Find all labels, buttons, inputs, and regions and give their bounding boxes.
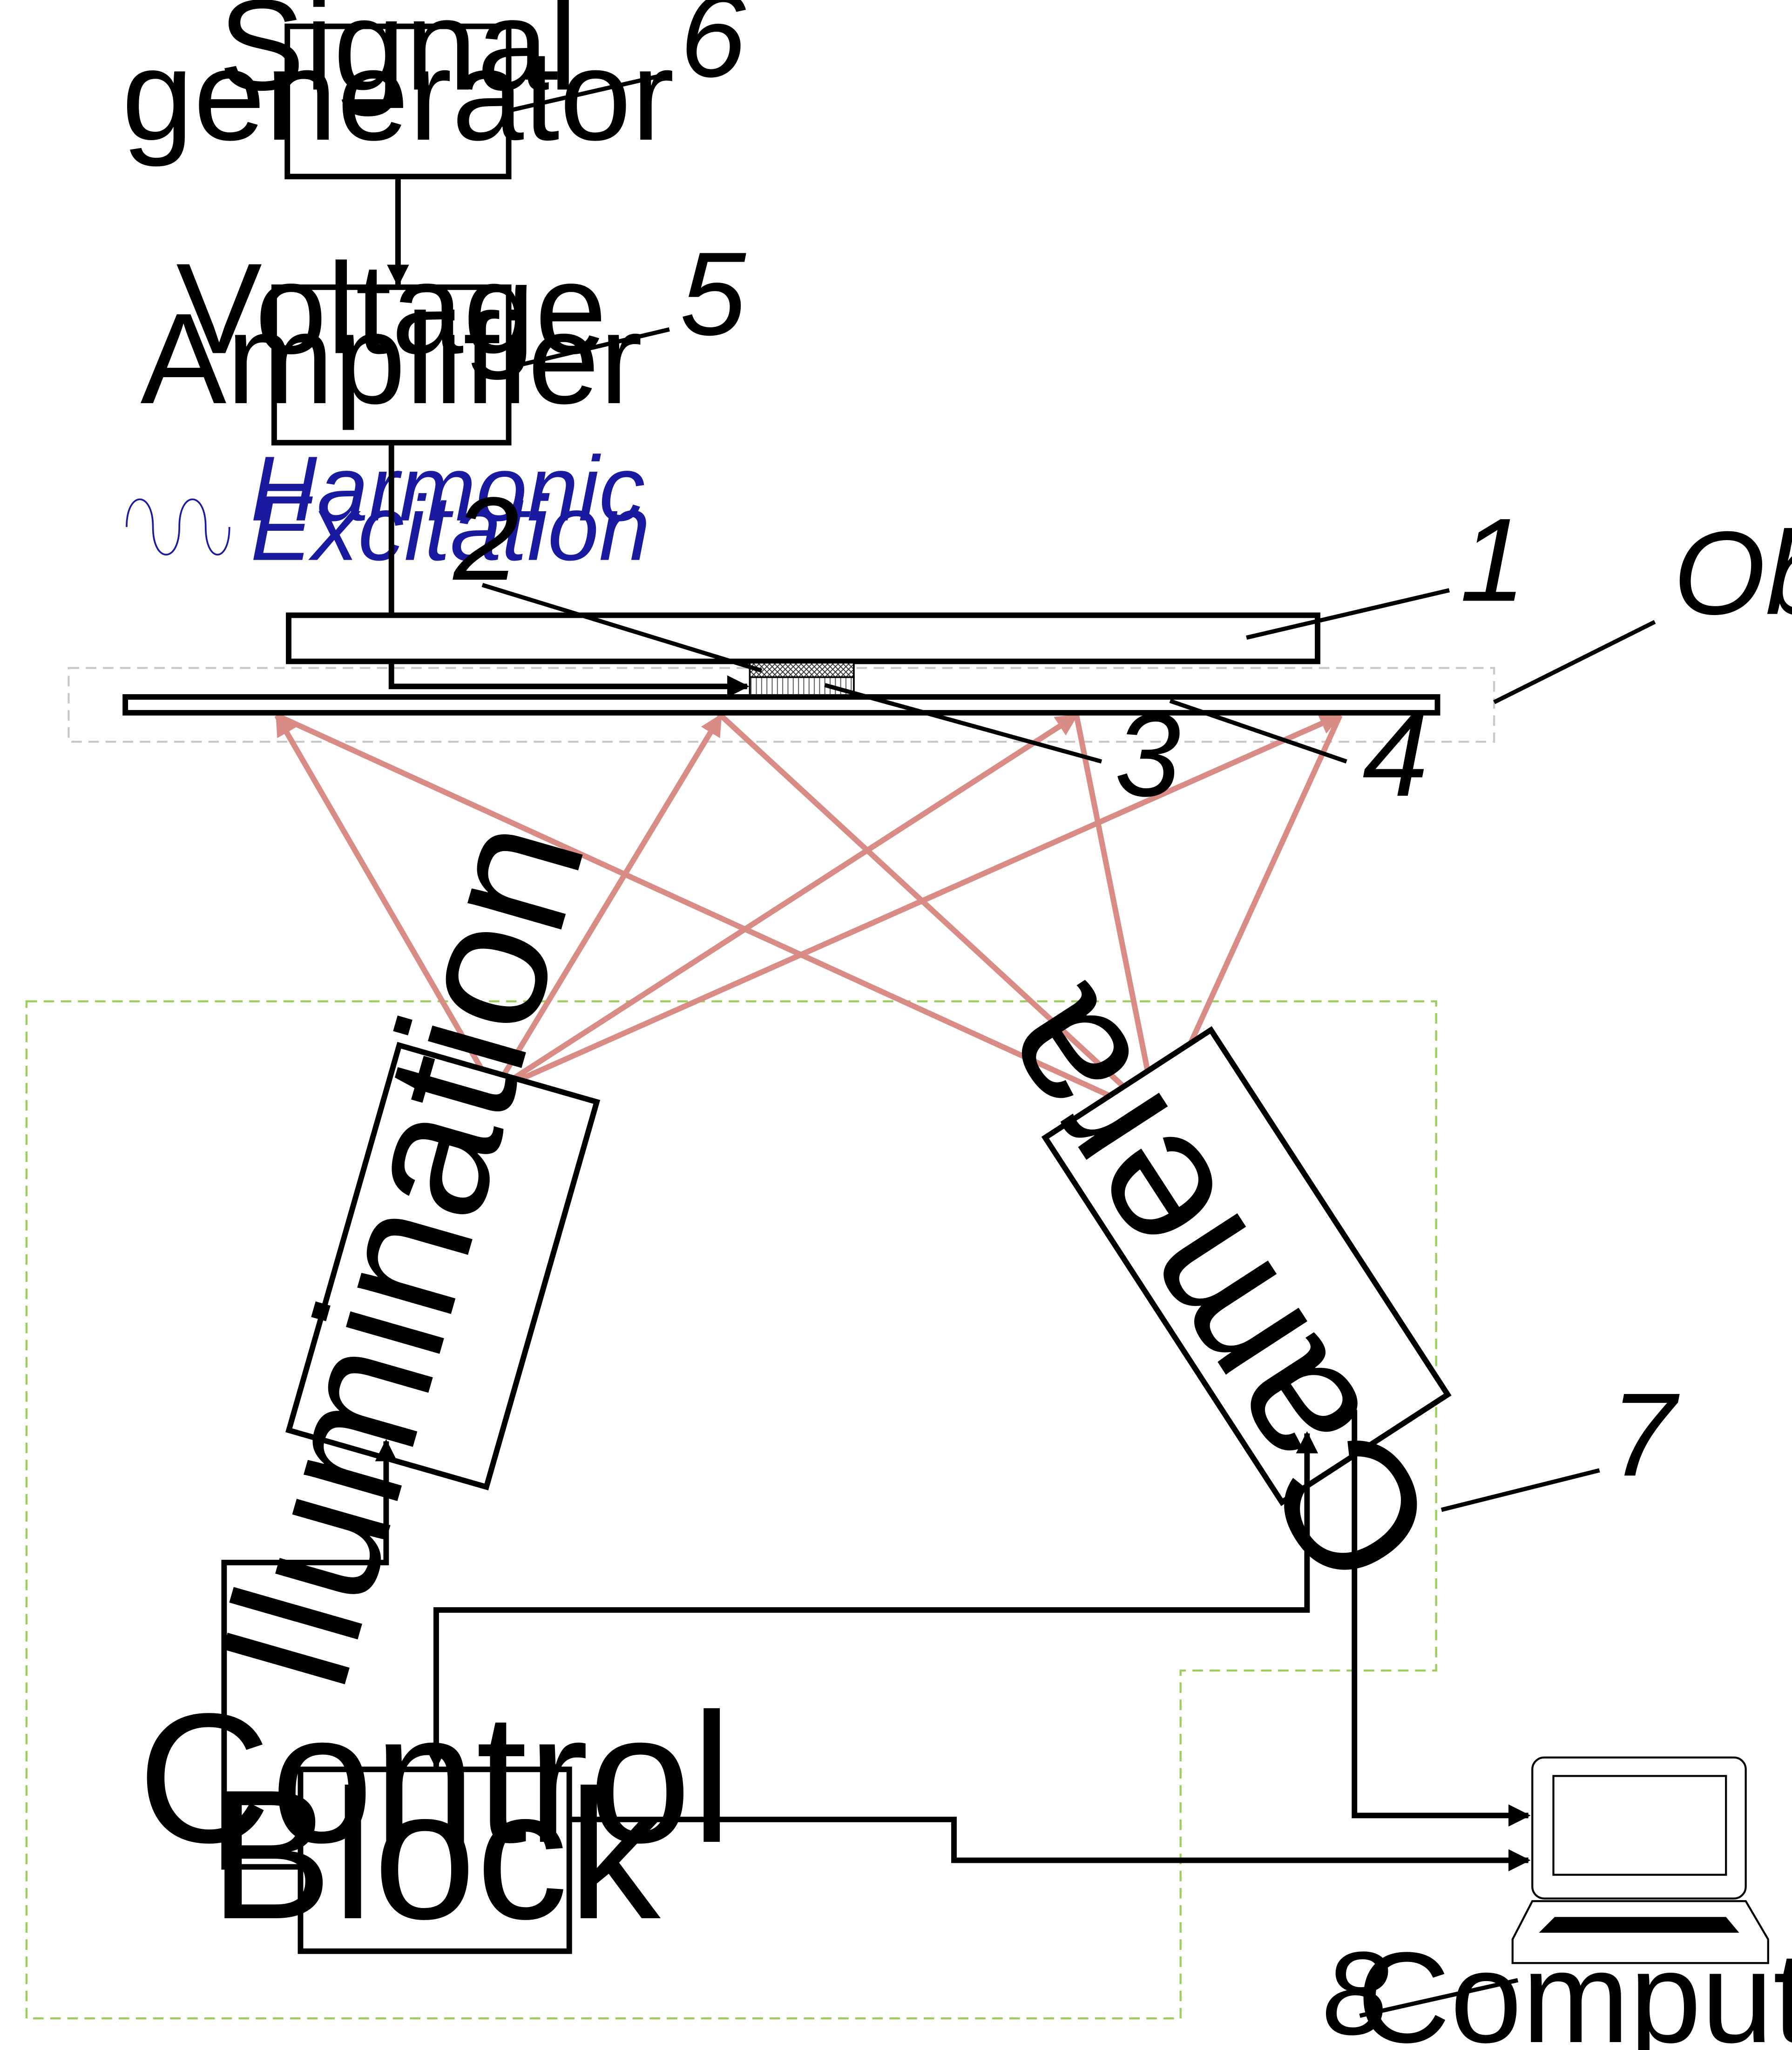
plate-1 (286, 612, 1320, 664)
ref-number-7: 7 (1610, 1368, 1680, 1501)
ray-illum-4 (493, 713, 1342, 1094)
signal-generator-label-line2: generator (122, 23, 674, 168)
harmonic-excitation-line2: Excitation (250, 477, 650, 580)
wire-amplifier-to-element (388, 442, 750, 698)
plate-4 (122, 694, 1440, 716)
harmonic-excitation-line1: Harmonic (250, 437, 645, 540)
ray-illum-3 (493, 713, 1079, 1093)
leader-7 (1440, 1468, 1600, 1512)
leader-8 (1359, 1978, 1519, 2018)
signal-generator-block: Signal generator (122, 0, 674, 180)
leader-3 (824, 683, 1102, 764)
object-label: Object (1673, 507, 1792, 639)
computer-label: Computer (1357, 1925, 1792, 2050)
wire-camera-control-link (425, 1431, 1319, 1769)
voltage-amplifier-label-line2: Amplifier (140, 286, 642, 432)
illumination-block: Ilumination (179, 797, 623, 1712)
element-3 (749, 676, 855, 697)
leader-6 (508, 72, 670, 113)
ref-number-5: 5 (680, 227, 746, 360)
control-block: Control Block (138, 1675, 732, 1957)
ray-illum-2 (492, 713, 724, 1093)
camera-block: Camera (945, 957, 1475, 1621)
ref-number-6: 6 (680, 0, 746, 101)
signal-generator-label-line1: Signal (218, 0, 577, 118)
element-2 (749, 662, 855, 678)
leader-1 (1246, 588, 1450, 640)
voltage-amplifier-label-line1: Voltage (176, 236, 607, 381)
wire-camera-to-computer (1352, 1409, 1531, 1827)
ray-reflect-2 (719, 713, 1159, 1119)
control-block-label-line2: Block (210, 1751, 663, 1957)
illumination-label: Ilumination (179, 797, 623, 1712)
leader-5 (508, 327, 670, 370)
ray-illum-1 (274, 713, 497, 1092)
ref-number-4: 4 (1362, 688, 1428, 821)
leader-object (1493, 620, 1656, 704)
sine-wave-icon (126, 498, 230, 555)
ray-reflect-1 (276, 713, 1159, 1120)
illumination-rays (274, 713, 1342, 1094)
leader-2 (481, 583, 763, 673)
leader-4 (1169, 699, 1347, 764)
computer-laptop-icon (1511, 1756, 1769, 1964)
ray-reflect-3 (1074, 715, 1164, 1120)
wire-control-to-illumination (221, 1439, 398, 1870)
ref-number-8: 8 (1323, 1927, 1389, 2050)
voltage-amplifier-block: Voltage Amplifier (140, 236, 642, 446)
ref-number-2: 2 (453, 472, 520, 605)
wire-control-to-computer (569, 1816, 1531, 1872)
ref-number-1: 1 (1460, 493, 1526, 626)
ref-number-3: 3 (1115, 688, 1181, 821)
